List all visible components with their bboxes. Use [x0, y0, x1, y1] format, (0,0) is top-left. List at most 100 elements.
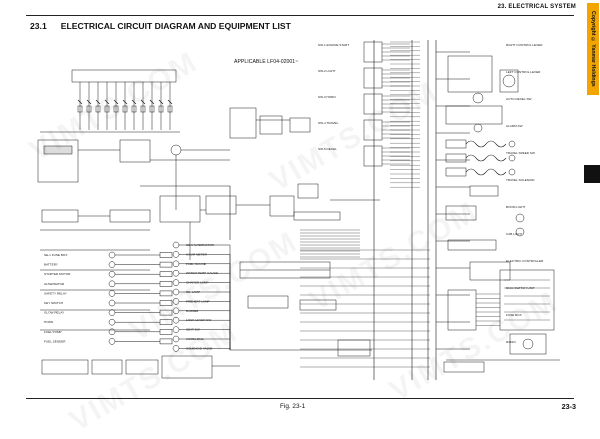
- component-box: [259, 115, 283, 135]
- diagram-label: AUTO DECEL SW: [506, 97, 532, 101]
- component-box: [297, 183, 319, 199]
- component-box: [86, 105, 92, 113]
- component-box: [445, 153, 467, 163]
- page-number: 23-3: [561, 402, 576, 411]
- component-box: [159, 329, 173, 335]
- gauge-symbol: [172, 260, 180, 268]
- diagram-label: TRAVEL SPEED SW: [506, 151, 535, 155]
- lamp-symbol: [108, 328, 116, 336]
- diagram-label: BOOM LIGHT: [506, 205, 526, 209]
- component-box: [469, 185, 499, 197]
- component-box: [159, 281, 173, 287]
- diagram-label: SE-1 FUSE BOX: [44, 253, 67, 257]
- component-box: [443, 361, 485, 373]
- component-box: [140, 105, 146, 113]
- diagram-label: SW-3 HORN: [318, 95, 336, 99]
- header-rule: [26, 15, 574, 16]
- twisted-pair: [465, 140, 507, 148]
- component-box: [91, 359, 123, 375]
- component-box: [247, 295, 289, 309]
- diagram-label: STARTER MOTOR: [44, 272, 71, 276]
- component-box: [113, 105, 119, 113]
- gauge-symbol: [172, 288, 180, 296]
- wire: [167, 99, 173, 105]
- lamp-symbol: [108, 251, 116, 259]
- twisted-pair: [465, 154, 507, 162]
- component-box: [469, 261, 511, 281]
- lamp-symbol: [108, 261, 116, 268]
- lamp-symbol: [108, 270, 116, 278]
- component-box: [363, 145, 383, 167]
- component-box: [289, 117, 311, 133]
- chapter-tab: [584, 165, 600, 183]
- gauge-symbol: [172, 316, 180, 324]
- heading-number: 23.1: [30, 21, 47, 31]
- wire: [113, 99, 119, 105]
- diagram-label: SAFETY RELAY: [44, 291, 67, 295]
- component-box: [159, 271, 173, 277]
- copyright-tab: Copyright © Yanmar Holdings: [587, 3, 599, 95]
- diagram-label: ALTERNATOR: [44, 282, 65, 286]
- gauge-symbol: [172, 335, 180, 343]
- gauge-symbol: [172, 269, 180, 277]
- component-box: [447, 289, 477, 331]
- component-box: [159, 195, 201, 223]
- footer-rule: [26, 398, 574, 399]
- component-box: [131, 105, 137, 113]
- component-box: [77, 105, 83, 113]
- diagram-label: CAB LIGHT: [506, 232, 522, 236]
- lamp-symbol: [108, 338, 116, 345]
- diagram-label: ELECTRIC CONTROLLER: [506, 259, 544, 263]
- wire: [86, 99, 92, 105]
- wire: [104, 99, 110, 105]
- diagram-label: LEFT CONTROL LEVER: [506, 70, 541, 74]
- gauge-symbol: [172, 326, 180, 333]
- applicable-note: APPLICABLE LF04-02001~: [234, 59, 299, 65]
- lamp-symbol: [108, 309, 116, 316]
- wire: [122, 99, 128, 105]
- component-box: [104, 105, 110, 113]
- diagram-label: SW-5 DECEL: [318, 147, 337, 151]
- wire: [77, 99, 83, 105]
- component-box: [41, 209, 79, 223]
- component-box: [447, 55, 493, 93]
- gauge-symbol: [172, 279, 180, 286]
- component-box: [109, 209, 151, 223]
- component-box: [119, 139, 151, 163]
- component-box: [229, 107, 257, 139]
- diagram-label: ALARM SW: [506, 124, 523, 128]
- light-symbol: [515, 227, 525, 237]
- component-box: [95, 105, 101, 113]
- coil-symbol: [508, 140, 516, 148]
- motor-symbol: [502, 74, 516, 88]
- diagram-label: RADIO: [506, 340, 516, 344]
- component-box: [337, 339, 371, 357]
- diagram-label: KEY SWITCH: [44, 301, 63, 305]
- component-box: [161, 355, 213, 379]
- component-box: [363, 67, 383, 89]
- diagram-label: BATTERY: [44, 263, 58, 267]
- component-box: [125, 359, 159, 375]
- diagram-label: SW-4 TRAVEL: [318, 121, 339, 125]
- diagram-label: GLOW RELAY: [44, 311, 64, 315]
- component-box: [159, 300, 173, 306]
- component-box: [363, 41, 383, 63]
- component-box: [447, 239, 497, 251]
- component-box: [445, 105, 503, 125]
- light-symbol: [515, 213, 525, 223]
- component-box: [159, 252, 173, 258]
- figure-caption: Fig. 23-1: [280, 403, 306, 410]
- gauge-symbol: [172, 298, 180, 305]
- component-box: [159, 338, 173, 345]
- component-box: [299, 299, 337, 311]
- component-box: [499, 269, 555, 331]
- wire: [131, 99, 137, 105]
- wire: [158, 99, 164, 105]
- component-box: [43, 145, 73, 155]
- component-box: [363, 93, 383, 115]
- component-box: [71, 69, 177, 83]
- lamp-symbol: [108, 290, 116, 297]
- wire: [95, 99, 101, 105]
- component-box: [499, 69, 519, 93]
